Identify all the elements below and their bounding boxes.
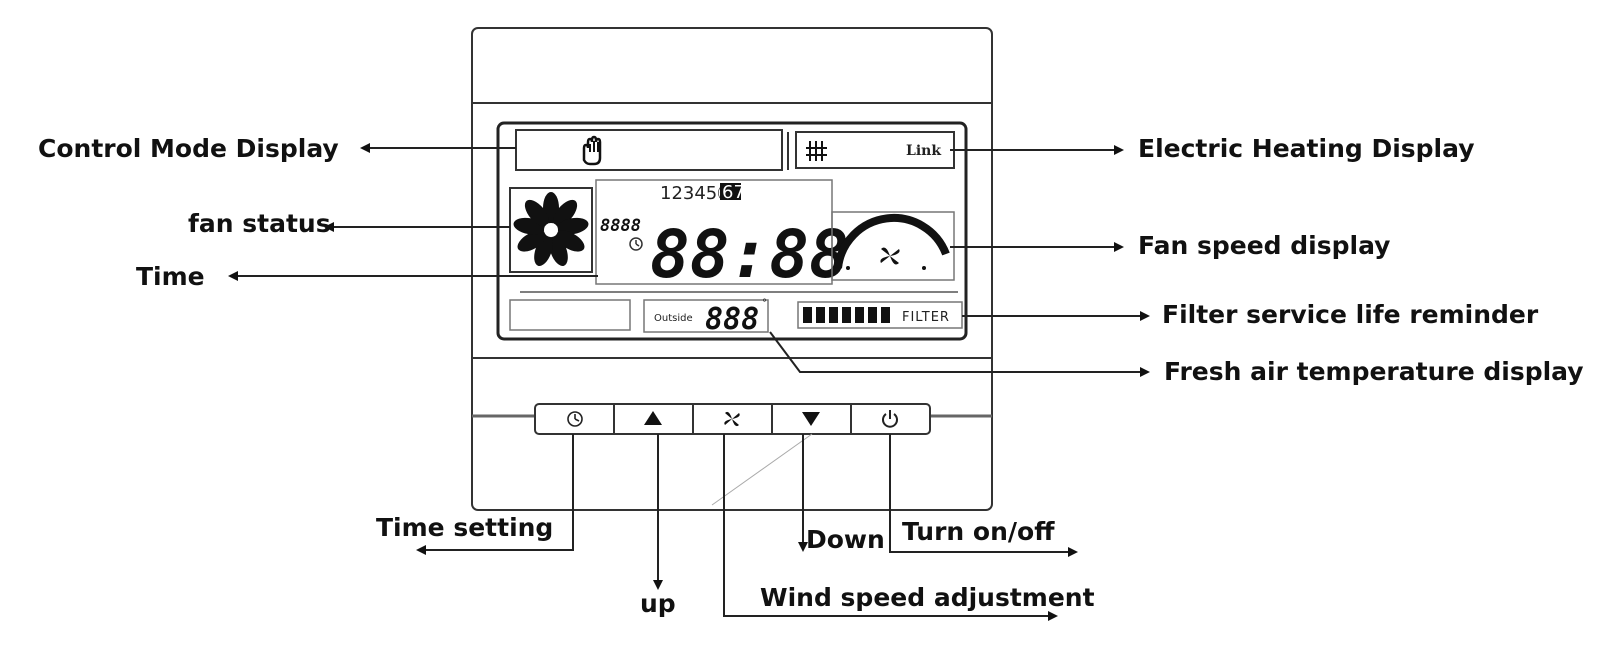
triangle-down-icon xyxy=(802,412,820,426)
clock-icon xyxy=(567,411,583,427)
label-fresh-air-temp: Fresh air temperature display xyxy=(1164,357,1584,386)
small-digits: 8888 xyxy=(600,216,641,236)
outside-unit: ° xyxy=(762,298,767,309)
filter-label: FILTER xyxy=(902,310,950,325)
label-filter-reminder: Filter service life reminder xyxy=(1162,300,1539,329)
down-button[interactable] xyxy=(773,405,850,433)
blank-indicator-box xyxy=(509,299,631,331)
outside-temp-box xyxy=(643,299,769,333)
label-down: Down xyxy=(806,525,885,554)
callout-lines xyxy=(228,143,1150,621)
time-setting-button[interactable] xyxy=(536,405,613,433)
outside-label: Outside xyxy=(654,313,693,324)
hand-icon xyxy=(582,135,602,166)
label-fan-status: fan status xyxy=(188,209,331,238)
fan-icon xyxy=(724,411,740,427)
power-icon xyxy=(882,410,898,428)
clock-icon xyxy=(629,237,643,251)
filter-bars xyxy=(803,307,890,323)
fan-speed-button[interactable] xyxy=(694,405,771,433)
label-electric-heating: Electric Heating Display xyxy=(1138,134,1475,163)
fan-speed-gauge-icon xyxy=(834,213,950,270)
flower-fan-icon xyxy=(513,192,589,266)
label-time-setting: Time setting xyxy=(376,513,553,542)
power-button[interactable] xyxy=(852,405,929,433)
label-up: up xyxy=(640,589,676,618)
outside-digits: 888 xyxy=(705,302,759,337)
label-wind-speed: Wind speed adjustment xyxy=(760,583,1095,612)
label-control-mode: Control Mode Display xyxy=(38,134,339,163)
label-time: Time xyxy=(136,262,205,291)
label-fan-speed: Fan speed display xyxy=(1138,231,1390,260)
triangle-up-icon xyxy=(644,411,662,425)
link-text: Link xyxy=(906,143,941,159)
weekday-highlight xyxy=(720,183,741,200)
button-bar xyxy=(534,403,931,435)
up-button[interactable] xyxy=(615,405,692,433)
label-turn-on-off: Turn on/off xyxy=(902,517,1055,546)
clock-digits: 88:88 xyxy=(650,216,849,293)
heater-icon xyxy=(806,141,827,161)
control-mode-box xyxy=(515,129,783,171)
decorative-diagonal xyxy=(711,433,813,506)
weekday-highlighted: 67 xyxy=(722,182,745,203)
